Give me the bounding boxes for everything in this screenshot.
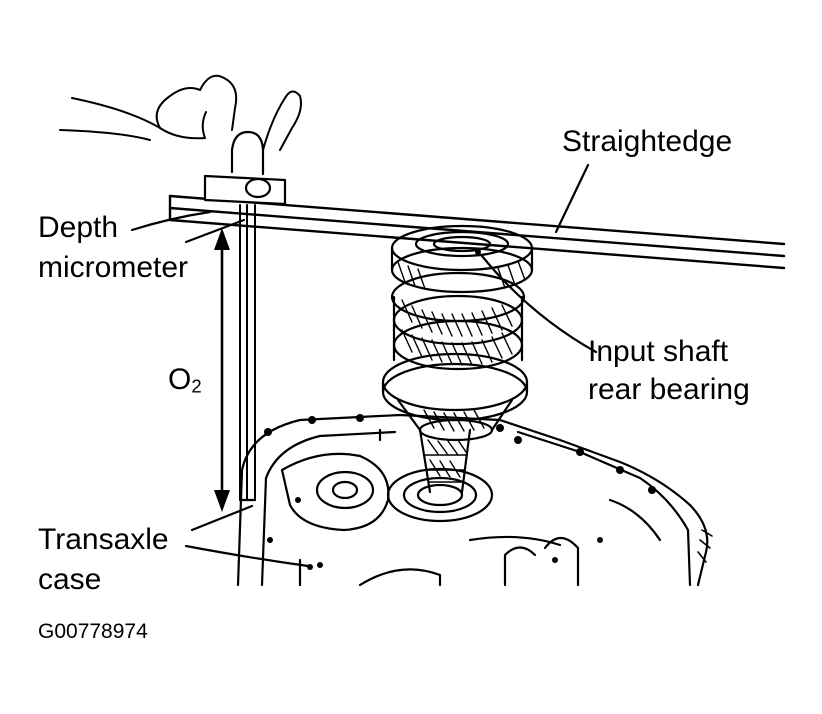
- label-o2-subscript: 2: [191, 375, 202, 397]
- arrow-head-bottom: [214, 490, 230, 512]
- case-fins: [697, 529, 713, 563]
- depth-micrometer-leader-2: [184, 218, 246, 244]
- straightedge-bar: [168, 194, 786, 270]
- leader-lines: [130, 163, 598, 568]
- label-input-shaft: Input shaft: [588, 335, 729, 368]
- hand: [59, 74, 302, 151]
- straightedge-leader: [554, 163, 590, 234]
- bearing-leader-dot: [475, 249, 481, 255]
- figure-id: G00778974: [38, 620, 148, 643]
- input-shaft-leader: [480, 254, 598, 354]
- input-shaft-gear-stack: [381, 224, 534, 494]
- transaxle-case: [236, 413, 709, 587]
- label-rear-bearing: rear bearing: [588, 373, 750, 406]
- case-leader-dot: [307, 564, 313, 570]
- label-transaxle: Transaxle: [38, 523, 169, 556]
- label-case: case: [38, 563, 102, 596]
- label-micrometer: micrometer: [38, 251, 189, 284]
- label-o2: O2: [168, 362, 202, 405]
- arrow-head-top: [214, 228, 230, 250]
- depth-micrometer-leader: [130, 210, 212, 232]
- label-o2-main: O: [168, 363, 192, 396]
- gear-teeth-hatching: [397, 260, 526, 478]
- depth-micrometer-tool: [203, 130, 287, 502]
- case-bolt-holes: [264, 414, 656, 568]
- transaxle-case-leader: [184, 544, 310, 568]
- case-pointer-line: [190, 504, 254, 532]
- label-straightedge: Straightedge: [562, 125, 733, 158]
- label-depth: Depth: [38, 211, 119, 244]
